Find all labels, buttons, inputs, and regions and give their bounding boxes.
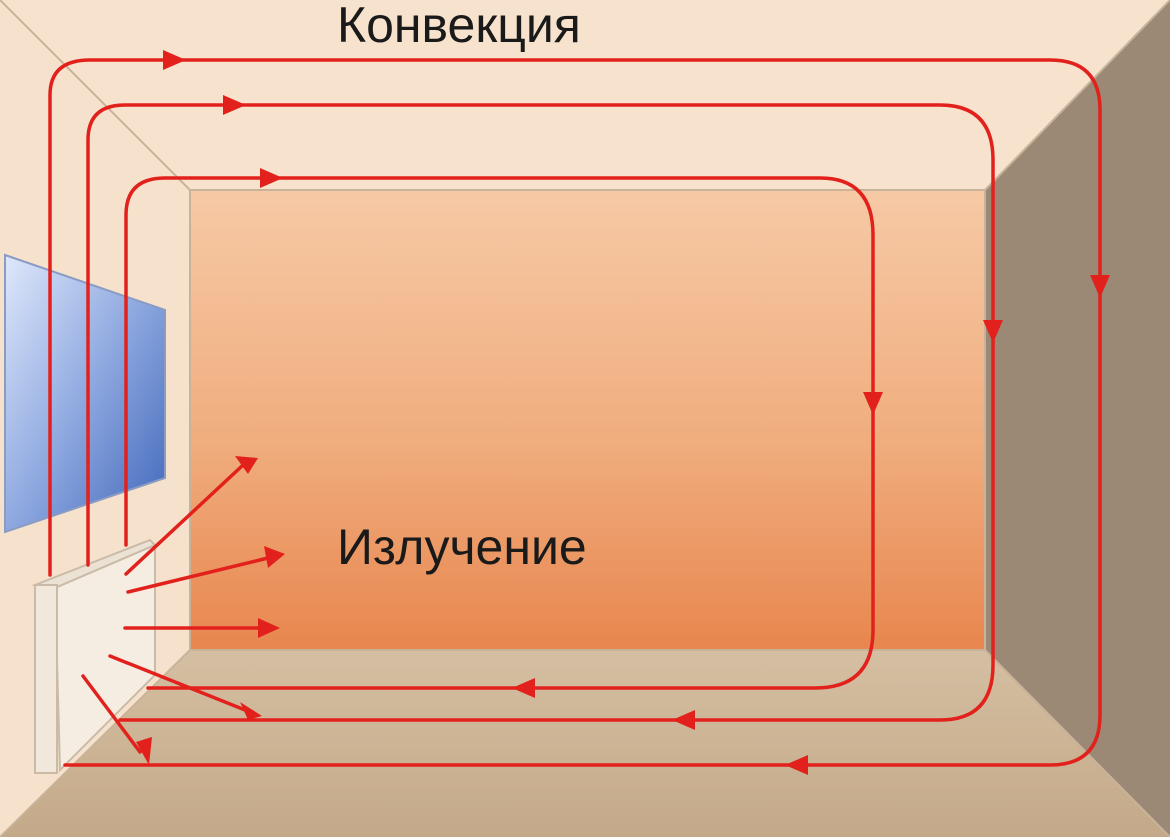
radiation-arrows (81, 464, 270, 754)
radiation-arrowheads (136, 456, 285, 765)
floor (0, 650, 1170, 837)
convection-label: Конвекция (337, 0, 581, 53)
ceiling (0, 0, 1170, 190)
back-wall (190, 190, 985, 650)
convection-arrows (48, 58, 1102, 767)
radiation-label: Излучение (337, 519, 587, 575)
right-wall (985, 0, 1170, 837)
convection-arrowheads (163, 50, 1110, 775)
radiator (31, 538, 157, 774)
